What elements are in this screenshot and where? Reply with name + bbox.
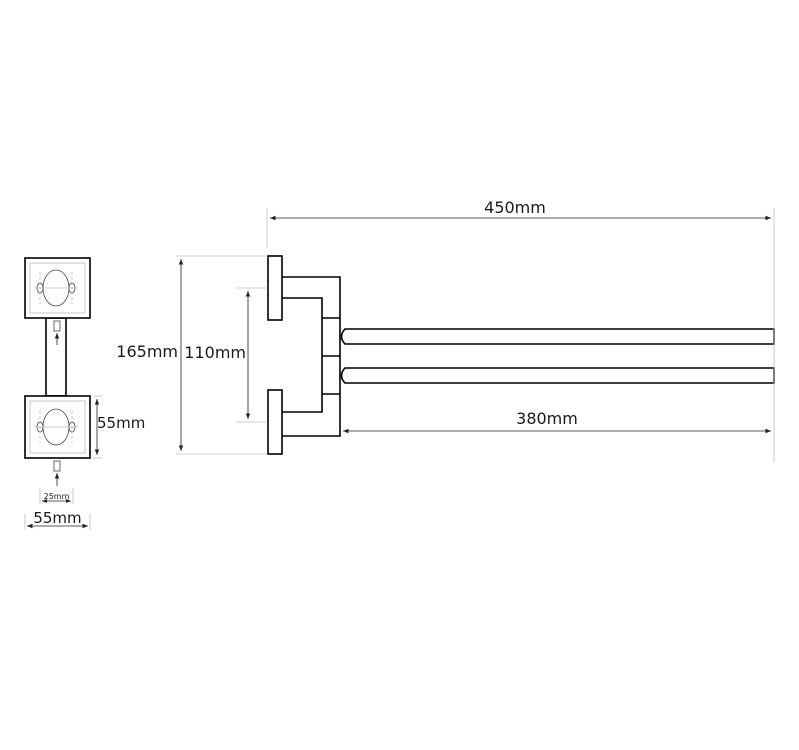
top-mount-plate [24,257,91,319]
wall-plate-top [267,255,283,321]
vertical-rod [45,317,67,397]
plate-width-label: 55mm [33,509,81,527]
front-view: 55mm 25mm 55mm [24,257,145,530]
bar-length-label: 380mm [516,409,578,428]
mount-spacing-label: 110mm [184,343,246,362]
total-height-label: 165mm [116,342,178,361]
screw-icon [53,320,61,332]
plate-height-label: 55mm [97,414,145,432]
hinge-body [282,276,341,437]
screw-icon [53,460,61,472]
screw-spacing-label: 25mm [44,492,70,501]
towel-bar-lower [340,367,775,384]
bottom-mount-plate [24,395,91,459]
side-view: 450mm 380mm 165mm 110mm [116,198,775,462]
towel-bar-upper [340,328,775,345]
wall-plate-bottom [267,389,283,455]
total-length-label: 450mm [484,198,546,217]
